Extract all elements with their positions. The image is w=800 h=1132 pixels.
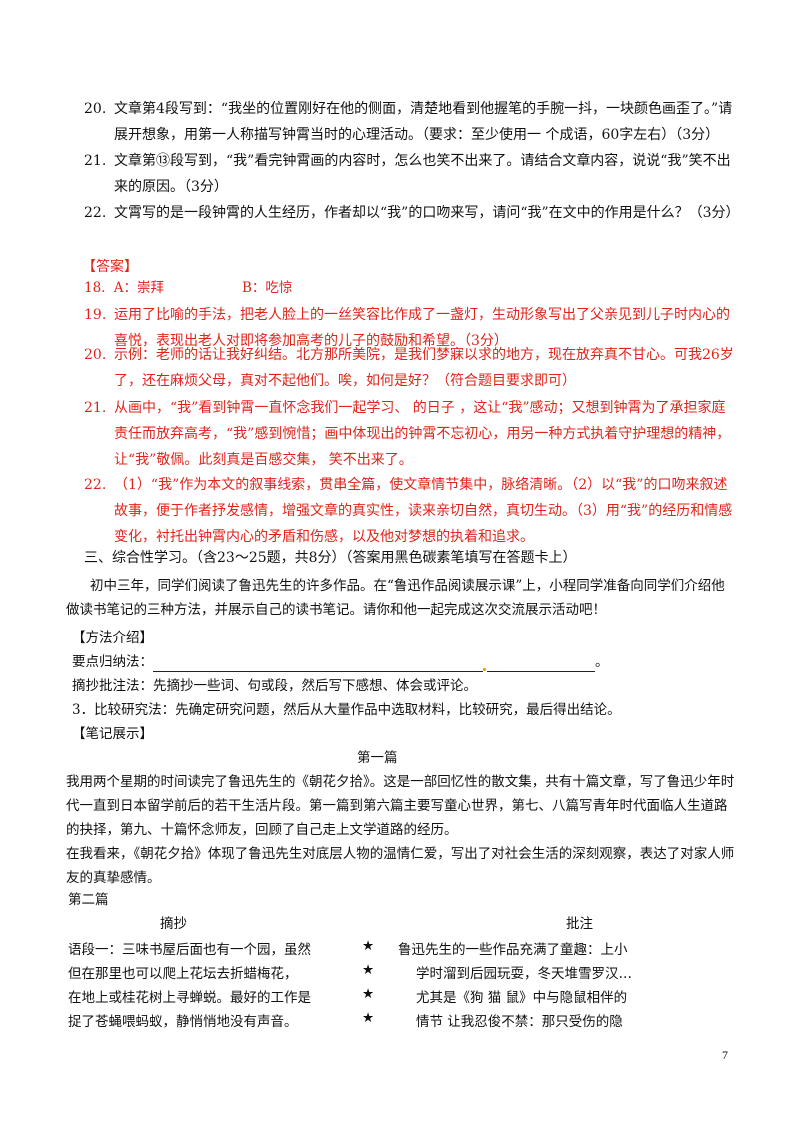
answer-18: 18. A：崇拜 B：吃惊 <box>84 278 292 298</box>
star-icon: ★ <box>362 938 375 954</box>
question-20: 20. 文章第4段写到：“我坐的位置刚好在他的侧面，清楚地看到他握笔的手腕一抖，… <box>84 96 734 148</box>
column-excerpt-header: 摘抄 <box>160 916 187 932</box>
method-1: 要点归纳法： 。 <box>72 652 609 672</box>
question-text: 文章第⑬段写到，“我”看完钟霄画的内容时，怎么也笑不出来了。请结合文章内容，说说… <box>114 153 731 195</box>
answer-number: 18. <box>84 280 106 296</box>
question-text: 文章第4段写到：“我坐的位置刚好在他的侧面，清楚地看到他握笔的手腕一抖，一块颜色… <box>114 101 733 143</box>
article-1-paragraph-2: 在我看来，《朝花夕拾》体现了鲁迅先生对底层人物的温情仁爱，写出了对社会生活的深刻… <box>66 846 735 886</box>
table-row: 在地上或桂花树上寻蝉蜕。最好的工作是 ★ 尤其是《狗 猫 鼠》中与隐鼠相伴的 <box>68 986 728 1010</box>
table-row: 语段一：三味书屋后面也有一个园，虽然 ★ 鲁迅先生的一些作品充满了童趣：上小 <box>68 938 728 962</box>
answer-heading: 【答案】 <box>82 259 138 275</box>
note-cell: 尤其是《狗 猫 鼠》中与隐鼠相伴的 <box>416 990 628 1006</box>
excerpt-cell: 但在那里也可以爬上花坛去折蜡梅花， <box>68 966 298 982</box>
table-row: 但在那里也可以爬上花坛去折蜡梅花， ★ 学时溜到后园玩耍，冬天堆雪罗汉… <box>68 962 728 986</box>
question-21: 21. 文章第⑬段写到，“我”看完钟霄画的内容时，怎么也笑不出来了。请结合文章内… <box>84 148 734 200</box>
method-2: 摘抄批注法：先摘抄一些词、句或段，然后写下感想、体会或评论。 <box>72 678 477 694</box>
question-22: 22. 文霄写的是一段钟霄的人生经历，作者却以“我”的口吻来写，请问“我”在文中… <box>84 200 740 226</box>
article-2-title: 第二篇 <box>68 892 109 908</box>
answer-text: 示例：老师的话让我好纠结。北方那所美院，是我们梦寐以求的地方，现在放弃真不甘心。… <box>114 347 734 389</box>
star-icon: ★ <box>362 1010 375 1026</box>
question-number: 22. <box>84 205 107 221</box>
answer-number: 21. <box>84 400 107 416</box>
page-number: 7 <box>722 1048 728 1062</box>
table-row: 捉了苍蝇喂蚂蚁，静悄悄地没有声音。 ★ 情节 让我忍俊不禁：那只受伤的隐 <box>68 1010 728 1034</box>
question-number: 21. <box>84 153 107 169</box>
answer-19: 19. 运用了比喻的手法，把老人脸上的一丝笑容比作成了一盏灯，生动形象写出了父亲… <box>84 302 734 354</box>
note-cell: 学时溜到后园玩耍，冬天堆雪罗汉… <box>416 966 632 982</box>
answer-number: 20. <box>84 347 107 363</box>
answer-22: 22. （1）“我”作为本文的叙事线索，贯串全篇，使文章情节集中，脉络清晰。（2… <box>84 472 734 550</box>
question-text: 文霄写的是一段钟霄的人生经历，作者却以“我”的口吻来写，请问“我”在文中的作用是… <box>114 205 740 221</box>
method-1-end: 。 <box>595 654 609 670</box>
star-icon: ★ <box>362 986 375 1002</box>
answer-21: 21. 从画中，“我”看到钟霄一直怀念我们一起学习、 的日子 ，这让“我”感动；… <box>84 395 734 473</box>
method-3: 3．比较研究法：先确定研究问题，然后从大量作品中选取材料，比较研究，最后得出结论… <box>72 702 621 718</box>
excerpt-cell: 在地上或桂花树上寻蝉蜕。最好的工作是 <box>68 990 311 1006</box>
answer-text: 从画中，“我”看到钟霄一直怀念我们一起学习、 的日子 ，这让“我”感动；又想到钟… <box>114 400 731 468</box>
answer-18-a: A：崇拜 <box>113 280 165 296</box>
section-3-intro: 初中三年，同学们阅读了鲁迅先生的许多作品。在“鲁迅作品阅读展示课”上，小程同学准… <box>66 578 725 618</box>
question-number: 20. <box>84 101 107 117</box>
notes-heading: 【笔记展示】 <box>72 726 153 742</box>
answer-blank-2[interactable] <box>487 657 595 672</box>
excerpt-cell: 语段一：三味书屋后面也有一个园，虽然 <box>68 942 311 958</box>
answer-number: 22. <box>84 477 107 493</box>
article-1-paragraph-1: 我用两个星期的时间读完了鲁迅先生的《朝花夕拾》。这是一部回忆性的散文集，共有十篇… <box>66 774 735 838</box>
section-3-heading: 三、综合性学习。（含23～25题，共8分）（答案用黑色碳素笔填写在答题卡上） <box>84 550 577 566</box>
answer-blank-1[interactable] <box>153 657 483 672</box>
note-cell: 鲁迅先生的一些作品充满了童趣：上小 <box>398 942 628 958</box>
answer-number: 19. <box>84 307 107 323</box>
answer-20: 20. 示例：老师的话让我好纠结。北方那所美院，是我们梦寐以求的地方，现在放弃真… <box>84 342 734 394</box>
yellow-dot-mark <box>483 668 486 671</box>
answer-18-b: B：吃惊 <box>242 280 293 296</box>
star-icon: ★ <box>362 962 375 978</box>
excerpt-cell: 捉了苍蝇喂蚂蚁，静悄悄地没有声音。 <box>68 1014 298 1030</box>
method-1-label: 要点归纳法： <box>72 654 153 670</box>
article-1-title: 第一篇 <box>357 750 398 766</box>
answer-text: 运用了比喻的手法，把老人脸上的一丝笑容比作成了一盏灯，生动形象写出了父亲见到儿子… <box>114 307 730 349</box>
answer-text: （1）“我”作为本文的叙事线索，贯串全篇，使文章情节集中，脉络清晰。（2）以“我… <box>114 477 733 545</box>
column-note-header: 批注 <box>566 916 593 932</box>
method-heading: 【方法介绍】 <box>72 630 153 646</box>
note-cell: 情节 让我忍俊不禁：那只受伤的隐 <box>416 1014 623 1030</box>
